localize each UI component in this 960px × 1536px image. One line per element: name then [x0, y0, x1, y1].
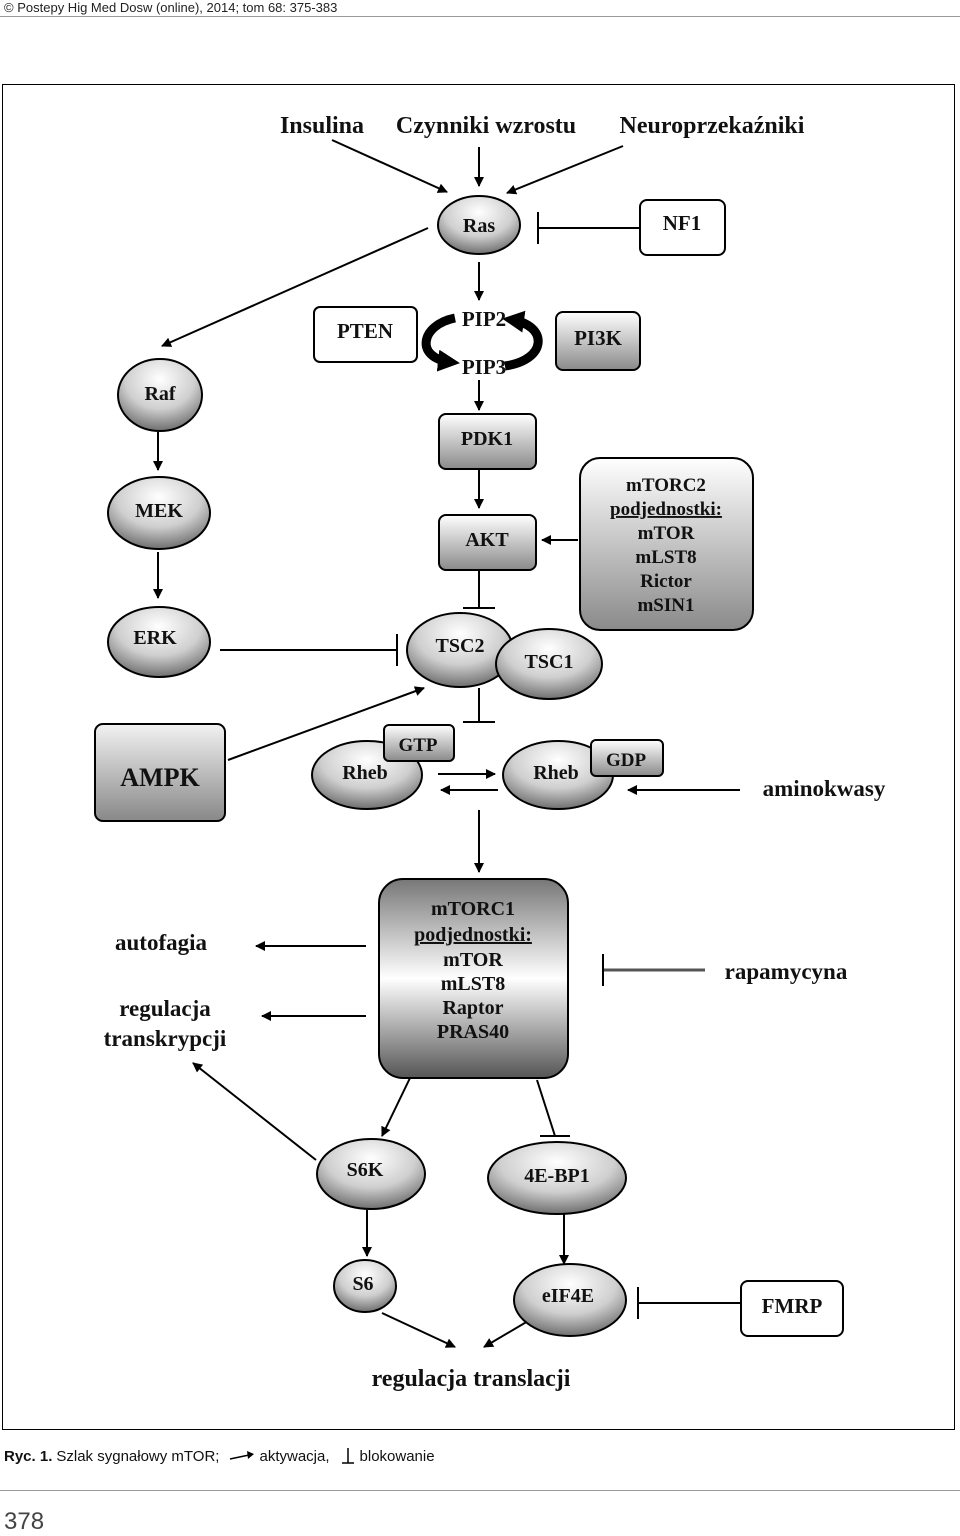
arrow-s6k-transkrypcja	[192, 1062, 317, 1161]
mtorc1-subunit-1: mTOR	[443, 949, 503, 971]
node-rheb-gdp: Rheb GDP	[502, 739, 664, 810]
inhibit-mtorc1-4ebp1	[536, 1079, 556, 1137]
label-regulacja-translacji: regulacja translacji	[372, 1366, 571, 1392]
connectors	[153, 139, 740, 1348]
node-erk: ERK	[107, 606, 211, 678]
mtorc1-subunit-3: Raptor	[442, 997, 503, 1019]
arrow-ampk-tsc2	[227, 686, 425, 761]
svg-text:4E-BP1: 4E-BP1	[524, 1165, 590, 1187]
node-4ebp1: 4E-BP1	[487, 1141, 627, 1215]
mtorc2-subunits-label: podjednostki:	[610, 499, 722, 520]
input-czynniki-wzrostu: Czynniki wzrostu	[396, 113, 576, 139]
node-fmrp: FMRP	[740, 1280, 844, 1337]
page-number: 378	[4, 1508, 45, 1535]
svg-text:FMRP: FMRP	[762, 1294, 823, 1318]
mtorc2-subunit-3: Rictor	[640, 571, 692, 592]
node-pten: PTEN	[313, 306, 418, 363]
svg-text:PTEN: PTEN	[337, 319, 393, 343]
svg-text:PI3K: PI3K	[574, 326, 623, 350]
input-neuroprzekazniki: Neuroprzekaźniki	[620, 113, 805, 139]
svg-text:ERK: ERK	[133, 627, 177, 649]
mtorc2-subunit-4: mSIN1	[637, 595, 694, 616]
complex-mtorc1: mTORC1 podjednostki: mTOR mLST8 Raptor P…	[378, 878, 569, 1079]
node-tsc2: TSC2	[406, 612, 514, 688]
caption-blocking: blokowanie	[359, 1447, 435, 1465]
node-pip2: PIP2	[462, 307, 506, 331]
mtorc1-subunit-2: mLST8	[441, 973, 505, 995]
caption-activation: aktywacja,	[259, 1447, 330, 1465]
svg-text:TSC1: TSC1	[525, 651, 574, 673]
svg-text:NF1: NF1	[663, 211, 702, 235]
label-regulacja: regulacja	[119, 996, 211, 1021]
activation-arrow-icon	[230, 1451, 255, 1460]
label-rapamycyna: rapamycyna	[725, 959, 848, 984]
caption-label: Ryc. 1.	[4, 1447, 53, 1465]
arrow-s6-translacja	[381, 1312, 456, 1348]
figure-caption: Ryc. 1. Szlak sygnałowy mTOR; aktywacja,…	[4, 1447, 435, 1465]
arrow-ras-raf	[161, 227, 429, 347]
svg-text:S6: S6	[352, 1273, 373, 1295]
node-pdk1: PDK1	[438, 413, 537, 470]
mtorc2-title: mTORC2	[626, 475, 706, 496]
arrow-pten-cycle	[421, 313, 460, 372]
node-s6k: S6K	[316, 1138, 426, 1210]
node-ampk: AMPK	[94, 723, 226, 822]
node-s6: S6	[333, 1259, 397, 1313]
gtp-label: GTP	[398, 735, 437, 756]
svg-text:AKT: AKT	[465, 529, 509, 551]
node-eif4e: eIF4E	[513, 1263, 627, 1337]
svg-text:Raf: Raf	[144, 383, 175, 405]
node-raf: Raf	[117, 358, 203, 432]
mtorc2-subunit-2: mLST8	[635, 547, 696, 568]
svg-text:S6K: S6K	[347, 1159, 384, 1181]
copyright-icon: ©	[4, 0, 14, 15]
svg-text:eIF4E: eIF4E	[542, 1285, 594, 1307]
journal-header-text: Postepy Hig Med Dosw (online), 2014; tom…	[17, 0, 338, 15]
node-nf1: NF1	[639, 199, 726, 256]
node-ras: Ras	[437, 195, 521, 255]
rheb-gdp-label: Rheb	[533, 762, 579, 784]
mtorc1-subunits-label: podjednostki:	[414, 924, 532, 946]
footer-rule	[0, 1490, 960, 1491]
svg-text:Ras: Ras	[463, 215, 495, 237]
svg-text:TSC2: TSC2	[436, 635, 485, 657]
rheb-gtp-label: Rheb	[342, 762, 388, 784]
svg-text:MEK: MEK	[135, 500, 183, 522]
caption-text: Szlak sygnałowy mTOR;	[56, 1447, 220, 1465]
mtorc1-subunit-4: PRAS40	[437, 1021, 509, 1043]
node-pip3: PIP3	[462, 355, 506, 379]
arrow-insulina-ras	[331, 139, 448, 193]
blocking-bar-icon	[341, 1448, 354, 1464]
svg-text:PDK1: PDK1	[461, 428, 513, 450]
arrow-mtorc1-s6k	[381, 1077, 411, 1137]
header-rule	[0, 16, 960, 17]
arrow-pi3k-cycle	[502, 310, 543, 371]
label-autofagia: autofagia	[115, 930, 208, 955]
complex-mtorc2: mTORC2 podjednostki: mTOR mLST8 Rictor m…	[579, 457, 754, 631]
journal-header: © Postepy Hig Med Dosw (online), 2014; t…	[4, 0, 337, 15]
mtor-pathway-diagram: Insulina Czynniki wzrostu Neuroprzekaźni…	[94, 113, 886, 1392]
mtorc1-title: mTORC1	[431, 898, 515, 920]
node-rheb-gtp: Rheb GTP	[311, 724, 455, 810]
figure-frame	[2, 84, 955, 1430]
svg-text:AMPK: AMPK	[120, 763, 200, 792]
node-mek: MEK	[107, 476, 211, 550]
node-tsc1: TSC1	[495, 628, 603, 700]
gdp-label: GDP	[606, 750, 647, 771]
arrow-neuro-ras	[506, 145, 624, 195]
mtorc2-subunit-1: mTOR	[638, 523, 695, 544]
input-insulina: Insulina	[280, 113, 364, 139]
node-akt: AKT	[438, 514, 537, 571]
node-pi3k: PI3K	[555, 311, 641, 371]
label-aminokwasy: aminokwasy	[763, 776, 886, 801]
label-transkrypcji: transkrypcji	[104, 1026, 227, 1051]
